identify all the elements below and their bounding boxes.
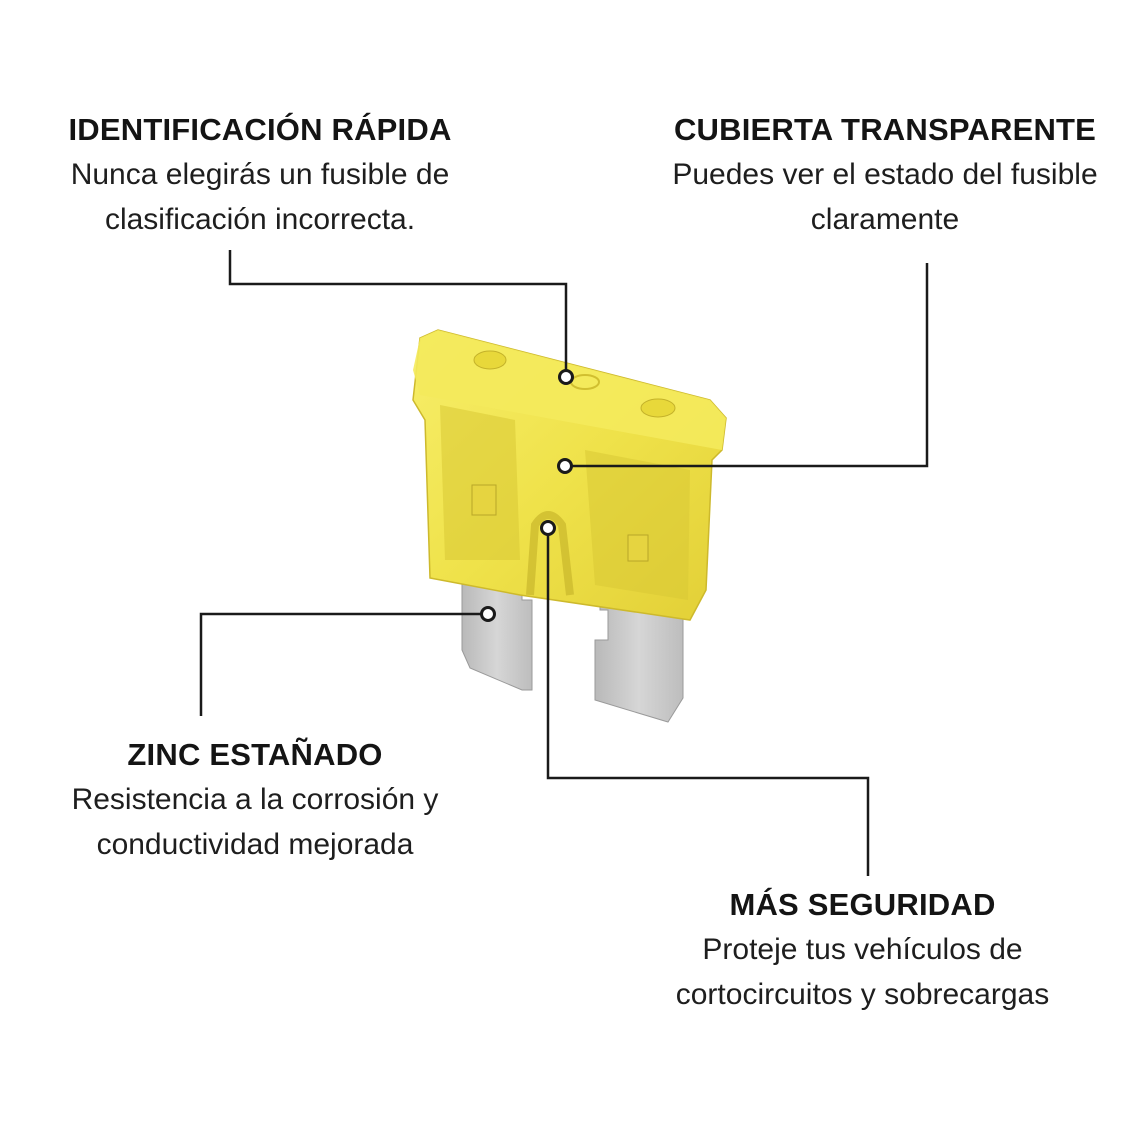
callout-title: IDENTIFICACIÓN RÁPIDA [68, 112, 452, 147]
fuse-element-link [526, 511, 574, 596]
callout-description-line: claramente [810, 203, 960, 236]
callout-title: MÁS SEGURIDAD [729, 887, 996, 922]
callout-description-line: Resistencia a la corrosión y [71, 783, 439, 816]
callout-description-line: Proteje tus vehículos de [702, 933, 1023, 966]
callout-description-line: clasificación incorrecta. [104, 203, 416, 236]
fuse-hole-left [473, 350, 507, 370]
callout-description-line: conductividad mejorada [96, 828, 414, 861]
leader-line-zinc [199, 606, 496, 716]
fuse-transparent-housing [412, 329, 727, 621]
callout-description-line: Nunca elegirás un fusible de [70, 158, 450, 191]
callout-description-line: Puedes ver el estado del fusible [672, 158, 1098, 191]
callout-identificacion-rapida: IDENTIFICACIÓN RÁPIDA Nunca elegirás un … [30, 108, 490, 242]
callout-title: CUBIERTA TRANSPARENTE [673, 112, 1097, 147]
fuse-right-terminal [594, 584, 684, 723]
callout-title: ZINC ESTAÑADO [127, 737, 383, 772]
callout-zinc-estanado: ZINC ESTAÑADO Resistencia a la corrosión… [30, 733, 480, 867]
leader-line-identificacion [228, 250, 574, 385]
leader-line-cubierta [557, 263, 929, 474]
callout-cubierta-transparente: CUBIERTA TRANSPARENTE Puedes ver el esta… [630, 108, 1140, 242]
fuse-hole-right [640, 398, 676, 418]
callout-mas-seguridad: MÁS SEGURIDAD Proteje tus vehículos de c… [640, 883, 1085, 1017]
leader-line-seguridad [540, 520, 870, 876]
callout-description-line: cortocircuitos y sobrecargas [675, 978, 1050, 1011]
